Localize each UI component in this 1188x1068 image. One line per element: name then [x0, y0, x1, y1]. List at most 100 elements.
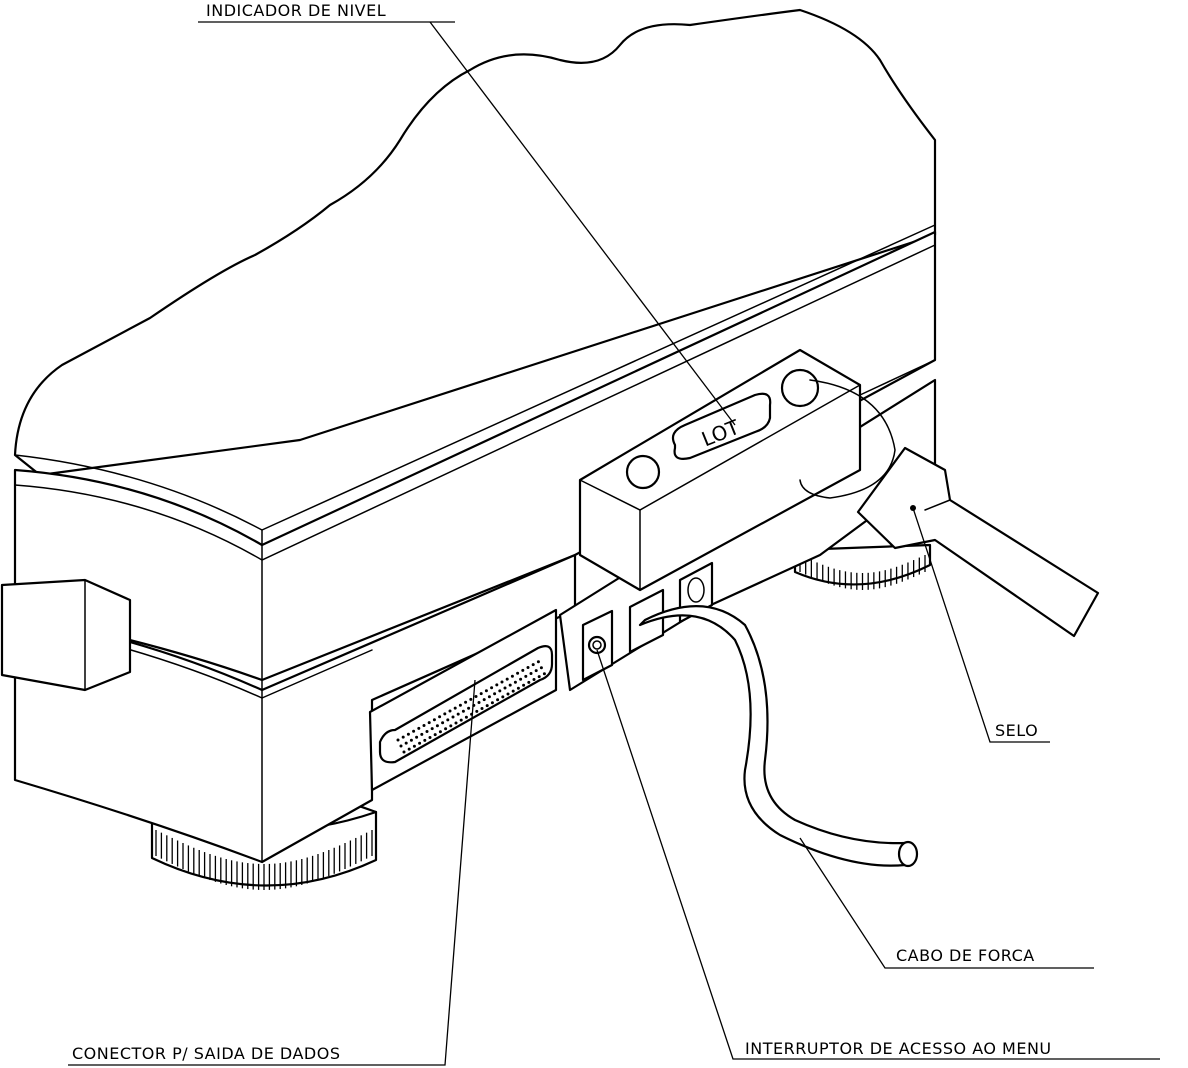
connector-pin — [418, 741, 422, 745]
connector-pin — [446, 718, 450, 722]
connector-pin — [539, 666, 543, 670]
connector-pin — [443, 712, 447, 716]
connector-pin — [448, 709, 452, 713]
leader-power-cable — [799, 837, 1094, 969]
connector-pin — [485, 704, 489, 708]
connector-pin — [412, 729, 416, 733]
leader-lines — [68, 21, 1160, 1066]
connector-pin — [500, 680, 504, 684]
connector-pin — [484, 689, 488, 693]
connector-pin — [469, 697, 473, 701]
connector-pin — [458, 703, 462, 707]
connector-pin — [407, 747, 411, 751]
connector-pin — [482, 698, 486, 702]
connector-pin — [401, 735, 405, 739]
connector-pin — [427, 721, 431, 725]
connector-pin — [453, 706, 457, 710]
connector-pin — [516, 686, 520, 690]
connector-pin — [425, 730, 429, 733]
connector-pin — [480, 707, 484, 710]
connector-pin — [498, 689, 502, 693]
connector-pin — [516, 671, 520, 675]
balance-body — [0, 8, 937, 864]
connector-pin — [532, 678, 536, 681]
label-level-indicator: INDICADOR DE NIVEL — [206, 1, 387, 20]
data-output-connector — [368, 608, 558, 792]
connector-pin — [404, 741, 408, 745]
connector-pin — [513, 680, 517, 684]
connector-pin — [496, 698, 500, 702]
connector-pin — [430, 727, 434, 731]
connector-pin — [422, 724, 426, 727]
connector-pin — [510, 674, 514, 678]
power-cable — [638, 605, 919, 868]
connector-pin — [412, 744, 416, 748]
connector-pin — [501, 695, 505, 699]
menu-access-switch — [581, 609, 614, 682]
connector-pin — [459, 718, 463, 722]
connector-pin — [464, 700, 468, 704]
connector-pin — [495, 683, 499, 687]
top-cover — [13, 8, 937, 477]
connector-pin — [534, 669, 538, 673]
connector-pin — [506, 692, 510, 696]
connector-pin — [477, 701, 481, 704]
connector-pin — [433, 733, 437, 737]
connector-pin — [444, 727, 448, 731]
connector-pin — [519, 677, 523, 681]
level-indicator-block: LOT — [578, 348, 862, 592]
connector-pin — [505, 677, 509, 681]
connector-pin — [438, 715, 442, 719]
connector-pin — [524, 674, 528, 678]
connector-pin — [420, 732, 424, 736]
connector-pin — [511, 689, 515, 693]
connector-pin — [396, 738, 400, 742]
connector-pin — [451, 715, 455, 719]
connector-pin — [423, 738, 427, 742]
connector-pin — [529, 672, 533, 675]
connector-pin — [454, 721, 458, 725]
connector-pin — [409, 738, 413, 742]
connector-pin — [503, 686, 507, 690]
connector-pin — [461, 709, 465, 713]
label-power-cable: CABO DE FORCA — [896, 946, 1035, 965]
connector-pin — [415, 735, 419, 739]
connector-pin — [487, 695, 491, 699]
label-data-connector: CONECTOR P/ SAIDA DE DADOS — [72, 1044, 341, 1063]
connector-pin — [449, 724, 453, 728]
connector-pin — [417, 726, 421, 730]
side-bump — [0, 578, 132, 692]
connector-pin — [490, 686, 494, 690]
connector-pin — [435, 724, 439, 728]
leader-seal — [912, 507, 1050, 743]
connector-pin — [527, 680, 531, 684]
connector-pin — [474, 695, 478, 698]
connector-pin — [432, 718, 436, 722]
connector-pin — [406, 732, 410, 736]
connector-pin — [531, 663, 535, 667]
connector-pin — [402, 750, 406, 754]
leader-menu-switch — [596, 649, 1160, 1060]
connector-pin — [399, 744, 403, 748]
label-menu-switch: INTERRUPTOR DE ACESSO AO MENU — [745, 1039, 1052, 1058]
label-seal: SELO — [995, 721, 1039, 740]
connector-pin — [428, 736, 432, 739]
connector-pin — [536, 660, 540, 664]
connector-pin — [456, 712, 460, 716]
connector-pin — [475, 709, 479, 713]
leader-data-connector — [68, 679, 476, 1066]
right-leveling-foot — [793, 543, 932, 590]
connector-pin — [521, 668, 525, 672]
connector-pin — [537, 675, 541, 679]
connector-pin — [508, 683, 512, 687]
leader-level-indicator — [429, 21, 736, 426]
connector-pin — [490, 701, 494, 705]
connector-pin — [464, 715, 468, 719]
connector-pin — [493, 692, 497, 696]
connector-pin — [467, 706, 471, 710]
connector-pin — [479, 692, 483, 696]
connector-pin — [441, 721, 445, 725]
seal — [799, 379, 1100, 638]
connector-pin — [526, 666, 530, 669]
